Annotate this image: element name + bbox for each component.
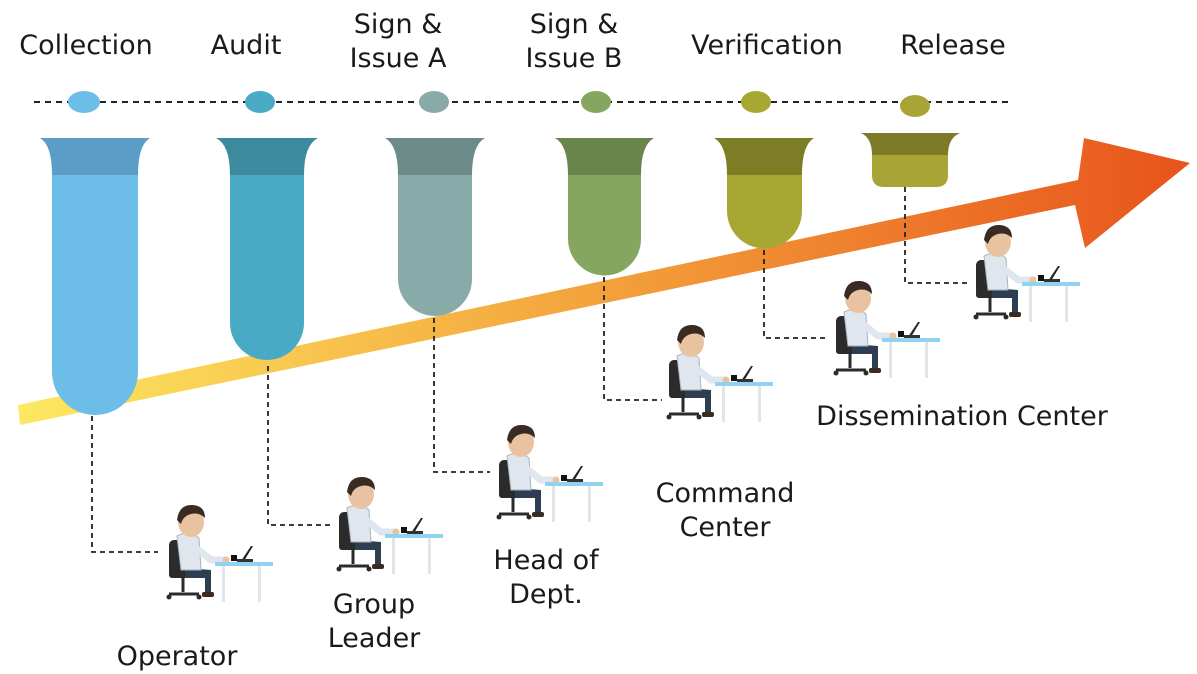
- stage-dot-audit: [245, 91, 275, 113]
- role-label-dissemination-center: Dissemination Center: [816, 401, 1108, 432]
- stage-dot-release: [900, 95, 930, 117]
- stage-label-collection: Collection: [19, 30, 153, 61]
- connector-lines: [91, 187, 968, 553]
- stage-dot-sign-issue-a: [419, 91, 449, 113]
- stage-tube-sign-issue-b: [555, 138, 654, 276]
- stage-label-release: Release: [900, 30, 1006, 61]
- role-label-operator: Operator: [116, 641, 238, 672]
- stage-label-verification: Verification: [691, 30, 843, 61]
- stage-tube-sign-issue-a: [385, 138, 485, 316]
- stage-tube-audit: [216, 138, 318, 360]
- stage-label-sign-issue-a: Sign & Issue A: [349, 9, 447, 74]
- worker-command-center: [666, 324, 773, 422]
- stage-label-sign-issue-b: Sign & Issue B: [525, 9, 623, 74]
- stage-dot-collection: [68, 91, 100, 113]
- worker-dissemination-b: [973, 224, 1080, 322]
- role-label-group-leader: Group Leader: [327, 589, 421, 654]
- stage-tube-release: [861, 133, 960, 187]
- stage-tube-collection: [40, 138, 150, 415]
- role-label-head-of-dept: Head of Dept.: [493, 545, 599, 610]
- stage-label-audit: Audit: [210, 30, 282, 61]
- worker-dissemination-a: [833, 280, 940, 378]
- stage-dot-sign-issue-b: [581, 91, 611, 113]
- worker-head-of-dept: [496, 424, 603, 522]
- worker-operator: [166, 504, 273, 602]
- worker-group-leader: [336, 476, 443, 574]
- stage-dot-verification: [741, 91, 771, 113]
- stage-tube-verification: [714, 138, 814, 249]
- role-label-command-center: Command Center: [655, 478, 795, 543]
